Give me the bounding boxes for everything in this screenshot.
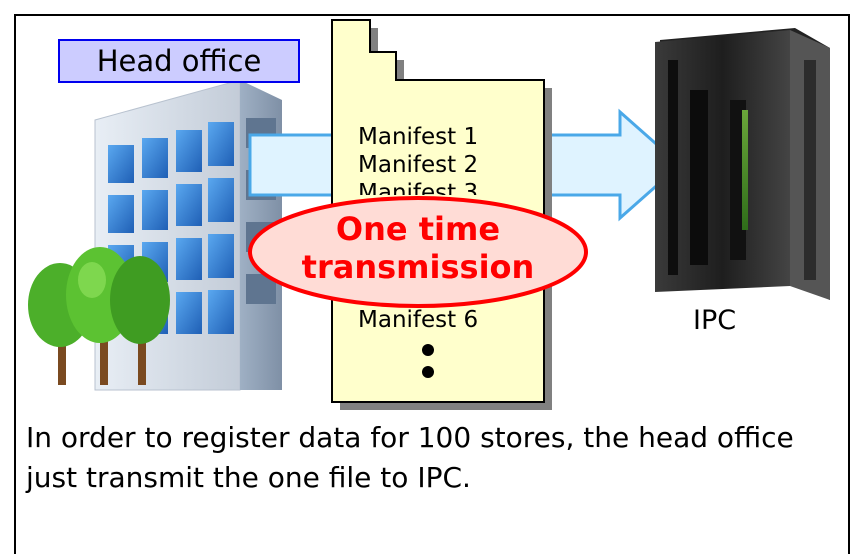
- ipc-label: IPC: [693, 305, 737, 336]
- ipc-server-icon: [655, 28, 830, 300]
- tree-icon: [28, 247, 170, 385]
- one-time-transmission-ellipse: [248, 196, 588, 308]
- manifest-line-2: Manifest 2: [358, 152, 479, 178]
- manifest-line-6: Manifest 6: [358, 307, 479, 333]
- manifest-line-1: Manifest 1: [358, 124, 479, 150]
- transmission-label-line2: transmission: [301, 248, 535, 286]
- transmission-label-line1: One time: [335, 210, 501, 248]
- ellipsis-dot: [422, 366, 434, 378]
- one-time-transmission-label: One time transmission: [248, 210, 588, 286]
- ellipsis-dot: [422, 344, 434, 356]
- caption-text: In order to register data for 100 stores…: [26, 421, 794, 494]
- head-office-label: Head office: [58, 39, 300, 83]
- manifest-line-3: Manifest 3: [358, 180, 479, 206]
